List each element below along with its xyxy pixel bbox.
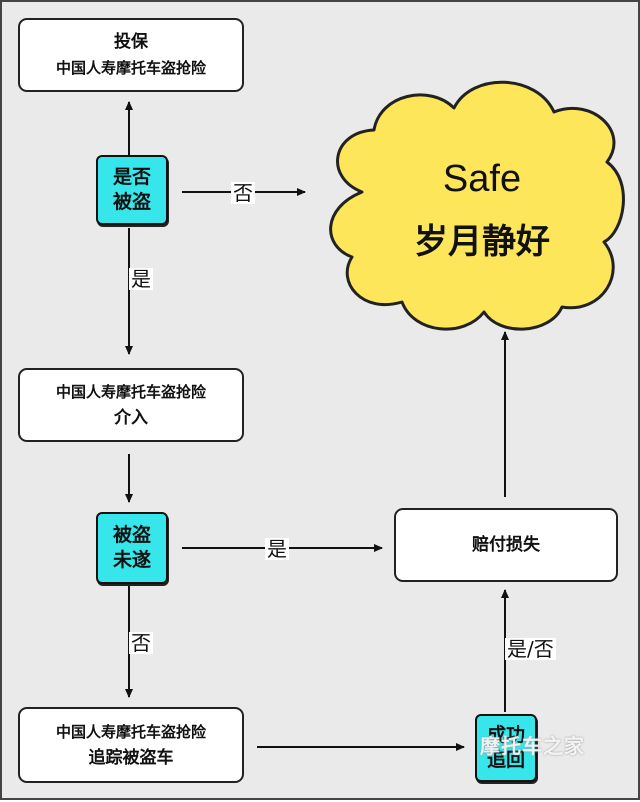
watermark-logo: 摩托车之家 <box>480 734 585 758</box>
decision-attempted: 被盗 未遂 <box>96 512 168 584</box>
decision-stolen-line1: 是否 <box>112 166 151 188</box>
safe-title: Safe <box>442 158 522 200</box>
node-intervene-subtitle: 介入 <box>114 408 148 428</box>
node-track-title: 中国人寿摩托车盗抢险 <box>55 723 206 741</box>
decision-recovered: 成功 追回 <box>475 714 537 782</box>
edge-label-attempted-yes: 是 <box>265 537 289 561</box>
edge-label-attempted-no: 否 <box>129 631 153 655</box>
edge-label-recovered-yes-no: 是/否 <box>505 637 556 661</box>
edge-label-stolen-no: 否 <box>231 181 255 205</box>
decision-recovered-line2: 追回 <box>486 749 525 771</box>
node-track-subtitle: 追踪被盗车 <box>88 748 174 768</box>
decision-attempted-line2: 未遂 <box>112 549 151 571</box>
decision-recovered-line1: 成功 <box>486 724 525 746</box>
node-insure-title: 投保 <box>114 32 148 52</box>
decision-stolen: 是否 被盗 <box>96 155 168 225</box>
node-intervene-title: 中国人寿摩托车盗抢险 <box>55 383 206 401</box>
decision-stolen-line2: 被盗 <box>112 191 151 213</box>
node-track: 中国人寿摩托车盗抢险 追踪被盗车 <box>18 707 244 783</box>
decision-attempted-line1: 被盗 <box>112 524 151 546</box>
safe-subtitle: 岁月静好 <box>414 222 550 262</box>
node-intervene: 中国人寿摩托车盗抢险 介入 <box>18 368 244 442</box>
node-compensate-title: 赔付损失 <box>472 535 540 555</box>
node-compensate: 赔付损失 <box>394 508 618 582</box>
edge-label-stolen-yes: 是 <box>129 267 153 291</box>
node-insure: 投保 中国人寿摩托车盗抢险 <box>18 18 244 92</box>
safe-cloud-shape <box>329 80 625 331</box>
node-insure-subtitle: 中国人寿摩托车盗抢险 <box>55 59 206 77</box>
